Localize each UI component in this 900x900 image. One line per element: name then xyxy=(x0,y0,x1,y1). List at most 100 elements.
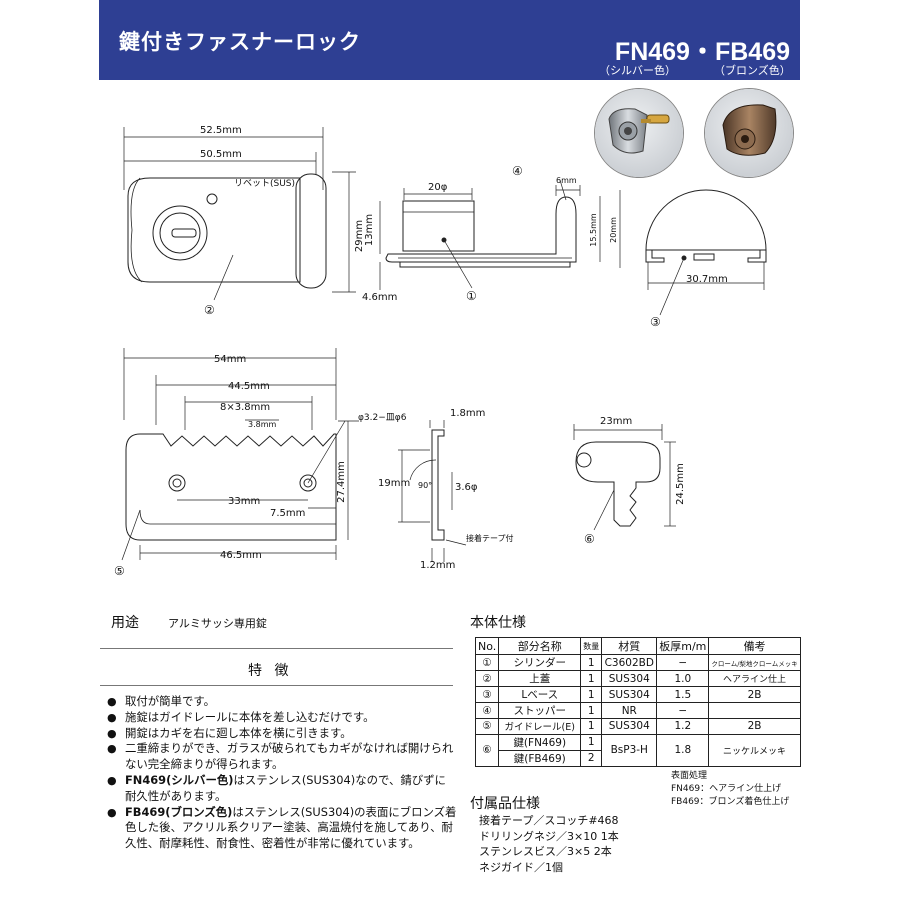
part-2-marker: ② xyxy=(204,303,215,317)
cell-remarks: ニッケルメッキ xyxy=(708,733,801,767)
cell-name: 上蓋 xyxy=(498,670,582,687)
fn469-highlight: FN469(シルバー色) xyxy=(125,772,234,787)
dim-52-5: 52.5mm xyxy=(200,125,242,136)
spec-title: 本体仕様 xyxy=(470,615,526,631)
part-6-marker: ⑥ xyxy=(584,532,595,546)
dim-6: 6mm xyxy=(556,176,577,185)
part-1-marker: ① xyxy=(466,289,477,303)
col-qty: 数量 xyxy=(580,637,603,655)
cell-thickness: 1.0 xyxy=(656,670,710,687)
key-drawing xyxy=(573,424,676,531)
cell-name: ガイドレール(E) xyxy=(498,718,582,735)
dim-30-7: 30.7mm xyxy=(686,274,728,285)
end-view-drawing xyxy=(645,189,767,316)
cell-thickness: − xyxy=(656,702,710,719)
cell-no: ⑥ xyxy=(474,733,500,767)
cell-qty: 1 xyxy=(580,702,603,719)
hole-spec: φ3.2−皿φ6 xyxy=(358,413,407,423)
tape-label: 接着テープ付 xyxy=(466,533,514,543)
dim-27-4: 27.4mm xyxy=(336,461,347,503)
cell-name: シリンダー xyxy=(498,654,582,671)
fn469-text: はステンレス(SUS304)なので、錆びずに耐久性があります。 xyxy=(125,772,446,803)
table-row: ⑤ ガイドレール(E) 1 SUS304 1.2 2B xyxy=(474,718,801,735)
dim-1-2: 1.2mm xyxy=(420,560,455,571)
cell-name: ストッパー xyxy=(498,702,582,719)
cell-no: ③ xyxy=(474,686,500,703)
cell-remarks: ヘアライン仕上 xyxy=(708,670,801,687)
guide-rail-drawing xyxy=(121,348,359,561)
surface-fn: FN469：ヘアライン仕上げ xyxy=(671,784,782,794)
cell-qty: 1 xyxy=(580,670,603,687)
dim-pitch: 8×3.8mm xyxy=(220,402,270,413)
list-item: 接着テープ／スコッチ#468 xyxy=(479,814,619,827)
dim-4-6: 4.6mm xyxy=(362,292,397,303)
col-material: 材質 xyxy=(601,637,658,655)
part-5-marker: ⑤ xyxy=(114,564,125,578)
col-thickness: 板厚m/m xyxy=(656,637,710,655)
cell-material: BsP3-H xyxy=(601,733,658,767)
dim-23: 23mm xyxy=(600,416,632,427)
rail-section-drawing xyxy=(398,420,467,562)
cell-material: SUS304 xyxy=(601,670,658,687)
fb469-text: はステンレス(SUS304)の表面にブロンズ着色した後、アクリル系クリアー塗装、… xyxy=(125,804,457,851)
bronze-lock-photo xyxy=(704,88,794,178)
table-row: ② 上蓋 1 SUS304 1.0 ヘアライン仕上 xyxy=(474,670,801,687)
cell-no: ⑤ xyxy=(474,718,500,735)
dim-13: 13mm xyxy=(364,214,375,246)
cell-no: ④ xyxy=(474,702,500,719)
surface-fb: FB469：ブロンズ着色仕上げ xyxy=(671,797,790,807)
feature-item: 開錠はカギを右に廻し本体を横に引きます。 xyxy=(107,726,457,742)
silver-lock-photo xyxy=(594,88,684,178)
cell-material: SUS304 xyxy=(601,718,658,735)
col-no: No. xyxy=(474,637,500,655)
table-row: ① シリンダー 1 C3602BD − クローム/梨地クロームメッキ xyxy=(474,654,801,671)
list-item: ステンレスビス／3×5 2本 xyxy=(479,845,612,859)
cell-remarks: クローム/梨地クロームメッキ xyxy=(708,654,801,671)
product-title: 鍵付きファスナーロック xyxy=(119,30,361,54)
spec-header-row: No. 部分名称 数量 材質 板厚m/m 備考 xyxy=(474,637,801,655)
cell-material: SUS304 xyxy=(601,686,658,703)
accessories-title: 付属品仕様 xyxy=(470,796,540,812)
dim-3-6dia: 3.6φ xyxy=(455,482,478,493)
dim-1-8: 1.8mm xyxy=(450,408,485,419)
rivet-label: リベット(SUS) xyxy=(234,179,295,189)
table-row: ⑥ 鍵(FN469) 1 BsP3-H 1.8 ニッケルメッキ xyxy=(474,733,801,767)
spec-table: No. 部分名称 数量 材質 板厚m/m 備考 ① シリンダー 1 C3602B… xyxy=(474,637,801,767)
dim-angle: 90° xyxy=(418,481,432,490)
top-view-drawing xyxy=(123,127,356,301)
dim-20: 20mm xyxy=(609,217,618,243)
surface-treatment: 表面処理 FN469：ヘアライン仕上げ FB469：ブロンズ着色仕上げ xyxy=(671,770,789,809)
cell-material: C3602BD xyxy=(601,654,658,671)
col-name: 部分名称 xyxy=(498,637,582,655)
feature-item: 施錠はガイドレールに本体を差し込むだけです。 xyxy=(107,710,457,726)
table-row: 鍵(FB469) 2 xyxy=(476,749,801,767)
cell-qty: 1 xyxy=(580,733,603,751)
cell-thickness: 1.5 xyxy=(656,686,710,703)
cell-thickness: 1.2 xyxy=(656,718,710,735)
dim-50-5: 50.5mm xyxy=(200,149,242,160)
cell-remarks: 2B xyxy=(708,686,801,703)
cell-thickness: − xyxy=(656,654,710,671)
accessories-list: 接着テープ／スコッチ#468 ドリリングネジ／3×10 1本 ステンレスビス／3… xyxy=(479,813,619,875)
cell-qty: 2 xyxy=(580,749,603,767)
features-bottom-rule xyxy=(100,685,453,686)
surface-title: 表面処理 xyxy=(671,771,708,781)
variant-silver: （シルバー色） xyxy=(599,64,676,77)
variant-bronze: （ブロンズ色） xyxy=(714,64,791,77)
dim-tooth: 3.8mm xyxy=(248,420,277,429)
col-remarks: 備考 xyxy=(708,637,801,655)
dim-29: 29mm xyxy=(354,220,365,252)
model-number: FN469・FB469 xyxy=(614,38,790,66)
part-3-marker: ③ xyxy=(650,315,661,329)
dim-7-5: 7.5mm xyxy=(270,508,305,519)
dim-54: 54mm xyxy=(214,354,246,365)
technical-drawing: 52.5mm 50.5mm リベット(SUS) 29mm ② 20φ 13mm … xyxy=(114,125,767,578)
cell-qty: 1 xyxy=(580,654,603,671)
features-top-rule xyxy=(100,648,453,649)
part-4-marker: ④ xyxy=(512,164,523,178)
cell-name: 鍵(FN469) xyxy=(498,733,582,751)
dim-19: 19mm xyxy=(378,478,410,489)
features-title: 特 徴 xyxy=(248,663,293,679)
cell-name: 鍵(FB469) xyxy=(498,749,582,767)
cell-no: ① xyxy=(474,654,500,671)
